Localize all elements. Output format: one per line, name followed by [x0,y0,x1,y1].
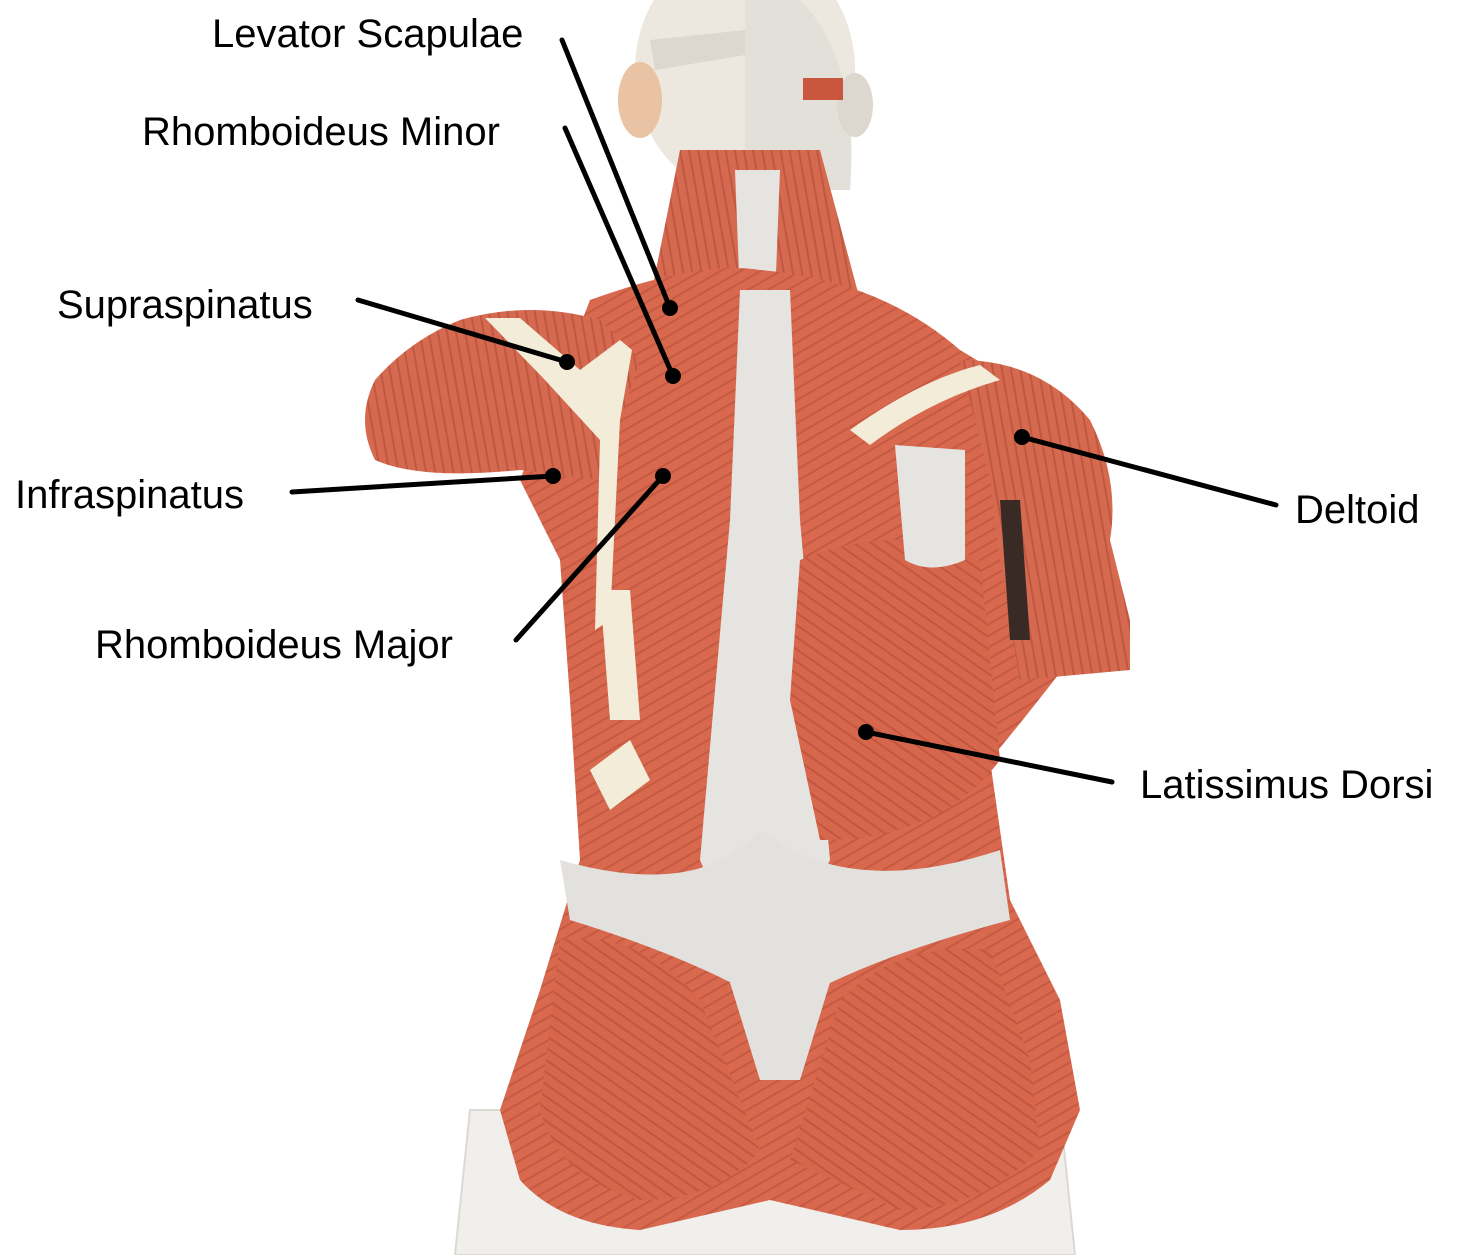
dot-deltoid [1014,429,1030,445]
leader-line-infraspinatus [292,476,553,492]
dot-rhomboideus-minor [665,368,681,384]
label-deltoid: Deltoid [1295,490,1420,530]
label-supraspinatus: Supraspinatus [57,285,313,325]
dot-latissimus-dorsi [858,724,874,740]
dot-levator-scapulae [662,300,678,316]
dot-supraspinatus [559,354,575,370]
label-rhomboideus-minor: Rhomboideus Minor [142,112,500,152]
label-levator-scapulae: Levator Scapulae [212,14,523,54]
label-infraspinatus: Infraspinatus [15,475,244,515]
dot-rhomboideus-major [655,468,671,484]
label-rhomboideus-major: Rhomboideus Major [95,625,453,665]
label-latissimus-dorsi: Latissimus Dorsi [1140,765,1433,805]
dot-infraspinatus [545,468,561,484]
